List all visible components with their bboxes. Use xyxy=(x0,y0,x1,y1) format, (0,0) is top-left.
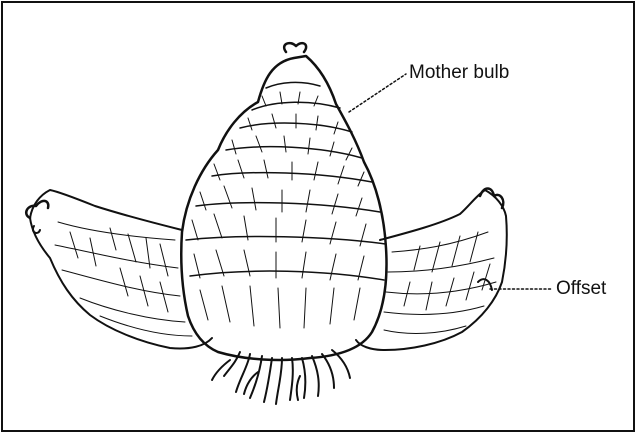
roots xyxy=(212,350,350,404)
mother-bulb-hatching xyxy=(192,92,366,328)
right-offset xyxy=(356,189,507,351)
offset-label: Offset xyxy=(556,278,606,300)
mother-bulb-leader xyxy=(349,74,406,112)
mother-bulb-label: Mother bulb xyxy=(409,62,509,84)
